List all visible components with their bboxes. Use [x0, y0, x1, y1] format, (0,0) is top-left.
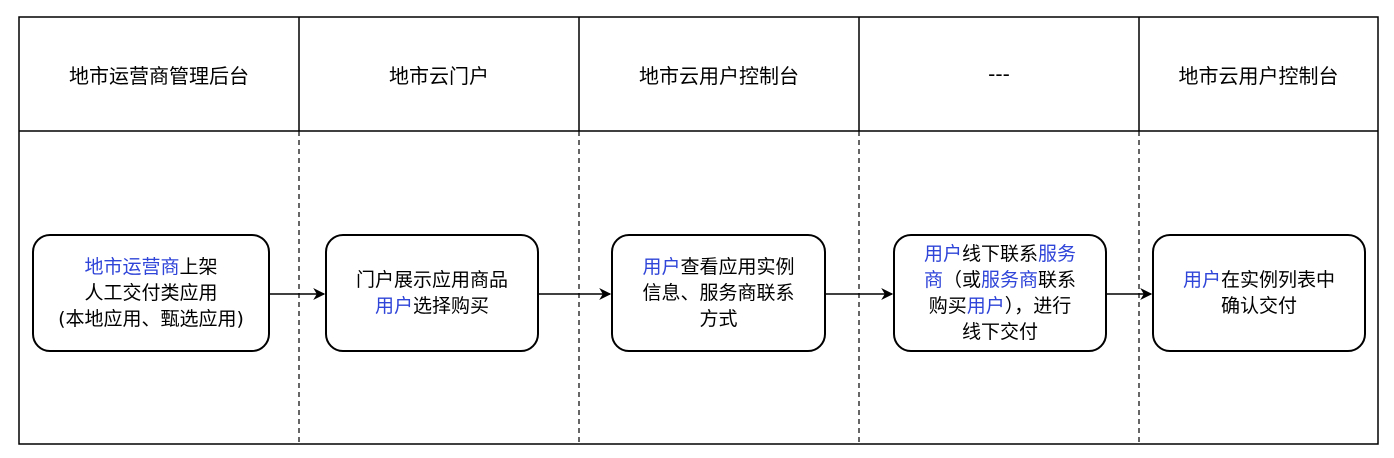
step-box-4: 用户线下联系服务商（或服务商联系购买用户），进行线下交付: [893, 234, 1107, 352]
step-text: 在实例列表中: [1221, 269, 1336, 291]
step-line: 地市运营商上架: [58, 254, 244, 280]
step-box-1: 地市运营商上架人工交付类应用(本地应用、甄选应用): [32, 234, 270, 352]
step-line: 商（或服务商联系: [924, 267, 1076, 293]
step-line: 用户选择购买: [356, 293, 508, 319]
step-text: 确认交付: [1220, 295, 1297, 317]
step-box-5: 用户在实例列表中确认交付: [1152, 234, 1366, 352]
lane-header-4: ---: [988, 62, 1010, 86]
step-text: 上架: [179, 256, 218, 278]
step-line: 购买用户），进行: [924, 293, 1076, 319]
actor-highlight: 用户: [642, 256, 681, 278]
outer-frame: [18, 16, 1379, 445]
lane-header-1: 地市运营商管理后台: [69, 63, 249, 88]
step-line: 信息、服务商联系: [642, 280, 794, 306]
actor-highlight: 服务商: [981, 269, 1039, 291]
step-line: 人工交付类应用: [58, 280, 244, 306]
actor-highlight: 服务: [1038, 243, 1077, 265]
step-text: 查看应用实例: [680, 256, 795, 278]
actor-highlight: 用户: [374, 295, 413, 317]
step-text: 选择购买: [412, 295, 489, 317]
actor-highlight: 用户: [1182, 269, 1221, 291]
step-box-3: 用户查看应用实例信息、服务商联系方式: [611, 234, 826, 352]
lane-header-2: 地市云门户: [389, 63, 489, 88]
step-line: 用户在实例列表中: [1183, 267, 1335, 293]
step-text: 信息、服务商联系: [642, 282, 795, 304]
step-line: 用户查看应用实例: [642, 254, 794, 280]
lane-header-3: 地市云用户控制台: [639, 63, 799, 88]
lane-header-5: 地市云用户控制台: [1178, 63, 1339, 88]
step-line: (本地应用、甄选应用): [58, 306, 244, 332]
step-text: 人工交付类应用: [84, 282, 218, 304]
step-text: 线下交付: [961, 321, 1038, 343]
step-line: 用户线下联系服务: [924, 241, 1076, 267]
step-line: 线下交付: [924, 319, 1076, 345]
step-box-2: 门户展示应用商品用户选择购买: [325, 234, 539, 352]
step-text: （或: [942, 269, 981, 291]
step-text: 方式: [699, 308, 738, 330]
actor-highlight: 用户: [923, 243, 962, 265]
step-text: 购买: [928, 295, 967, 317]
step-text: 联系: [1038, 269, 1077, 291]
step-text: 门户展示应用商品: [355, 269, 508, 291]
step-text: 线下联系: [961, 243, 1038, 265]
actor-highlight: 地市运营商: [84, 256, 180, 278]
step-line: 确认交付: [1183, 293, 1335, 319]
step-text: (本地应用、甄选应用): [58, 308, 244, 330]
step-text: ），进行: [1004, 295, 1072, 317]
step-line: 方式: [642, 306, 794, 332]
step-line: 门户展示应用商品: [356, 267, 508, 293]
actor-highlight: 商: [923, 269, 943, 291]
actor-highlight: 用户: [966, 295, 1005, 317]
